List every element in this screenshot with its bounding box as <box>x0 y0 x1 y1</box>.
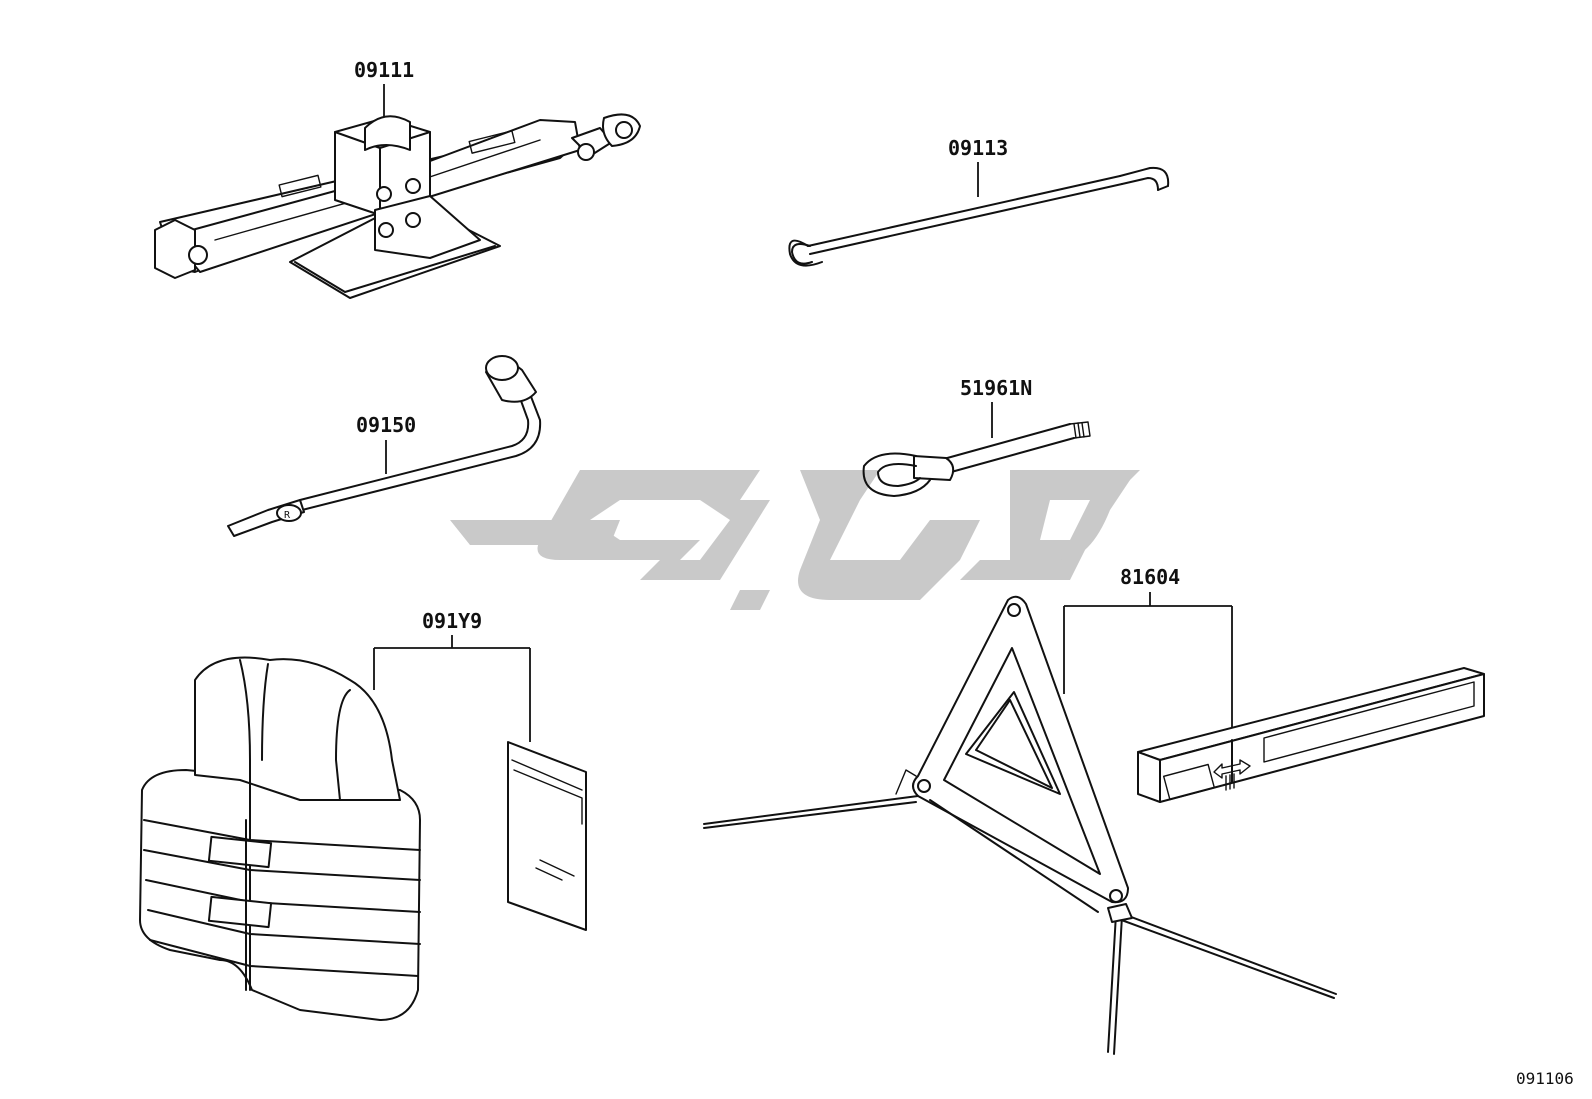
part-jack-handle: 09113 <box>788 136 1170 267</box>
part-jack: 09111 <box>154 58 641 299</box>
figure-id: 091106 <box>1516 1069 1574 1088</box>
jack-illustration <box>154 113 641 299</box>
part-towing-eye: 51961N <box>862 376 1091 497</box>
warning-triangle-illustration <box>703 595 1337 1055</box>
triangle-case-illustration <box>1137 667 1485 803</box>
leader-bracket-warning-triangle <box>1063 592 1233 732</box>
jack-handle-illustration <box>788 166 1170 267</box>
part-number-lug-wrench: 09150 <box>356 413 416 437</box>
part-safety-vest: 091Y9 <box>139 609 587 1021</box>
towing-eye-illustration <box>862 421 1091 497</box>
part-lug-wrench: 09150 R <box>227 355 542 537</box>
part-number-towing-eye: 51961N <box>960 376 1032 400</box>
part-number-warning-triangle: 81604 <box>1120 565 1180 589</box>
part-number-jack-handle: 09113 <box>948 136 1008 160</box>
part-number-safety-vest: 091Y9 <box>422 609 482 633</box>
lug-wrench-illustration: R <box>227 355 542 537</box>
safety-vest-illustration <box>139 656 421 1021</box>
part-warning-triangle: 81604 <box>703 565 1485 1055</box>
watermark-logo <box>450 470 1140 610</box>
svg-text:R: R <box>284 510 291 521</box>
part-number-jack: 09111 <box>354 58 414 82</box>
vest-pouch-illustration <box>507 741 587 931</box>
leader-bracket-safety-vest <box>373 635 531 742</box>
